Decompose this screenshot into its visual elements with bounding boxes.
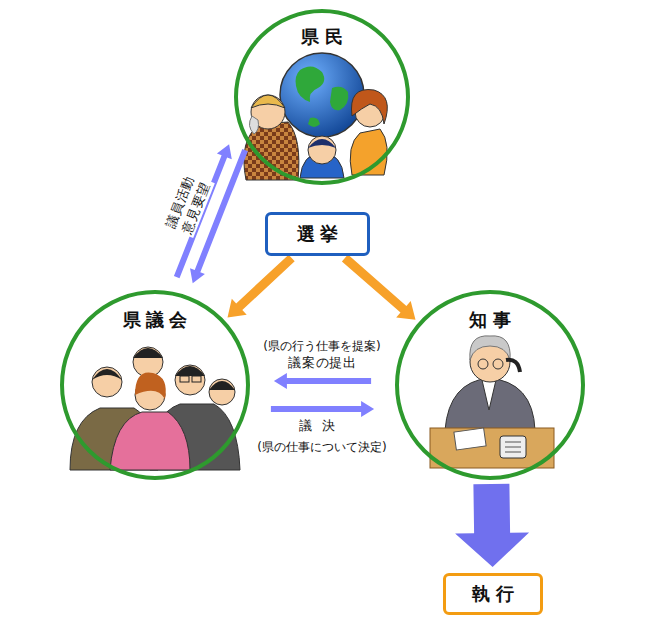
citizens-circle: 県民 [234, 9, 410, 185]
node-heading: 選挙 [291, 222, 343, 246]
governor-picture [430, 336, 554, 468]
node-heading: 執行 [467, 582, 519, 606]
governor-circle: 知事 [395, 290, 585, 480]
arrow-connector [342, 255, 416, 320]
node-heading: 知事 [399, 308, 581, 332]
assembly-circle: 県議会 [60, 290, 250, 480]
arrow-connector [274, 373, 371, 389]
election-box: 選挙 [265, 212, 370, 256]
note-label: (県の行う仕事を提案) [261, 339, 382, 353]
edge-label: 議案の提出 [286, 355, 358, 371]
execution-box: 執行 [443, 573, 543, 615]
note-label: (県の仕事について決定) [255, 440, 388, 454]
citizens-picture [244, 53, 387, 180]
node-heading: 県民 [238, 25, 406, 49]
arrow-connector [228, 255, 295, 318]
assembly-picture [70, 347, 240, 470]
edge-label: 議決 [297, 418, 348, 434]
arrow-connector [271, 401, 374, 417]
arrow-connector [455, 484, 529, 567]
node-heading: 県議会 [64, 308, 246, 332]
